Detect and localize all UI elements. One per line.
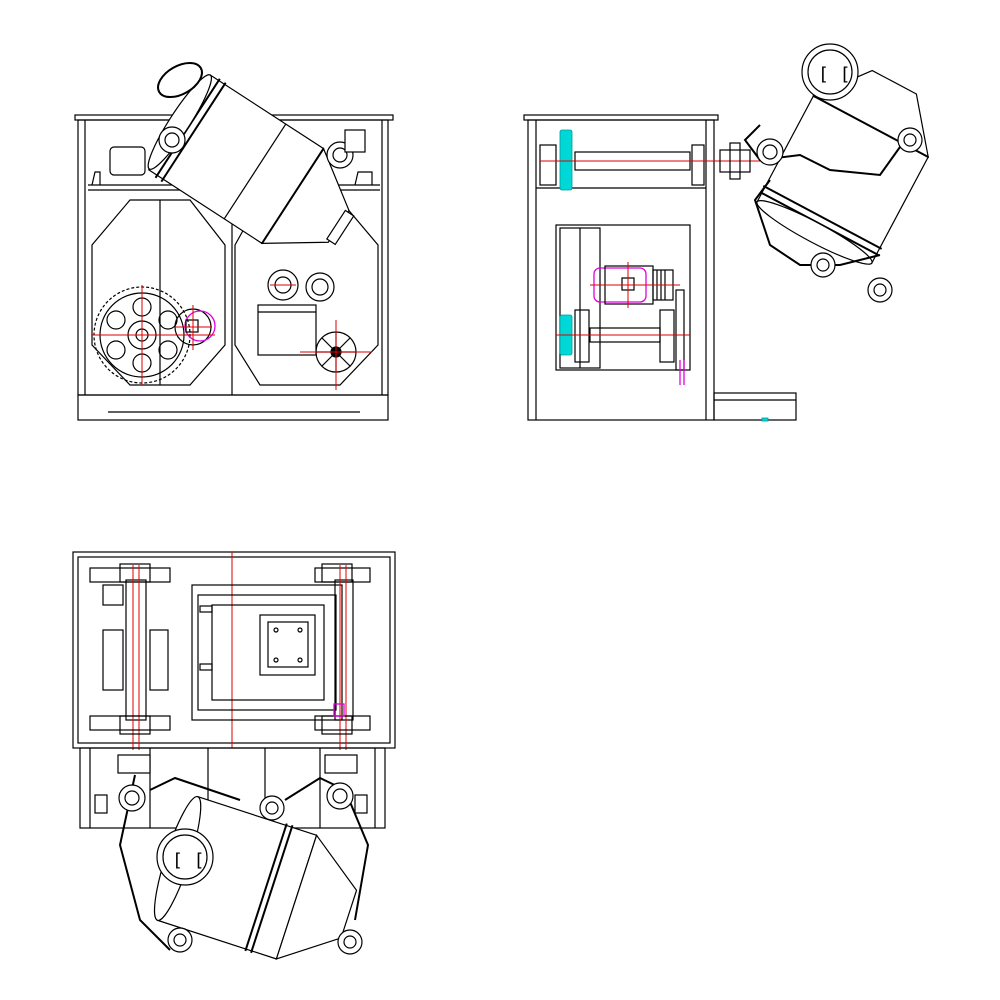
front-view — [74, 61, 394, 421]
side-view: [ [ — [523, 43, 930, 422]
lid-mark: [ [ — [172, 850, 205, 871]
top-view: [ [ — [72, 551, 396, 960]
lid-mark: [ [ — [818, 64, 851, 85]
